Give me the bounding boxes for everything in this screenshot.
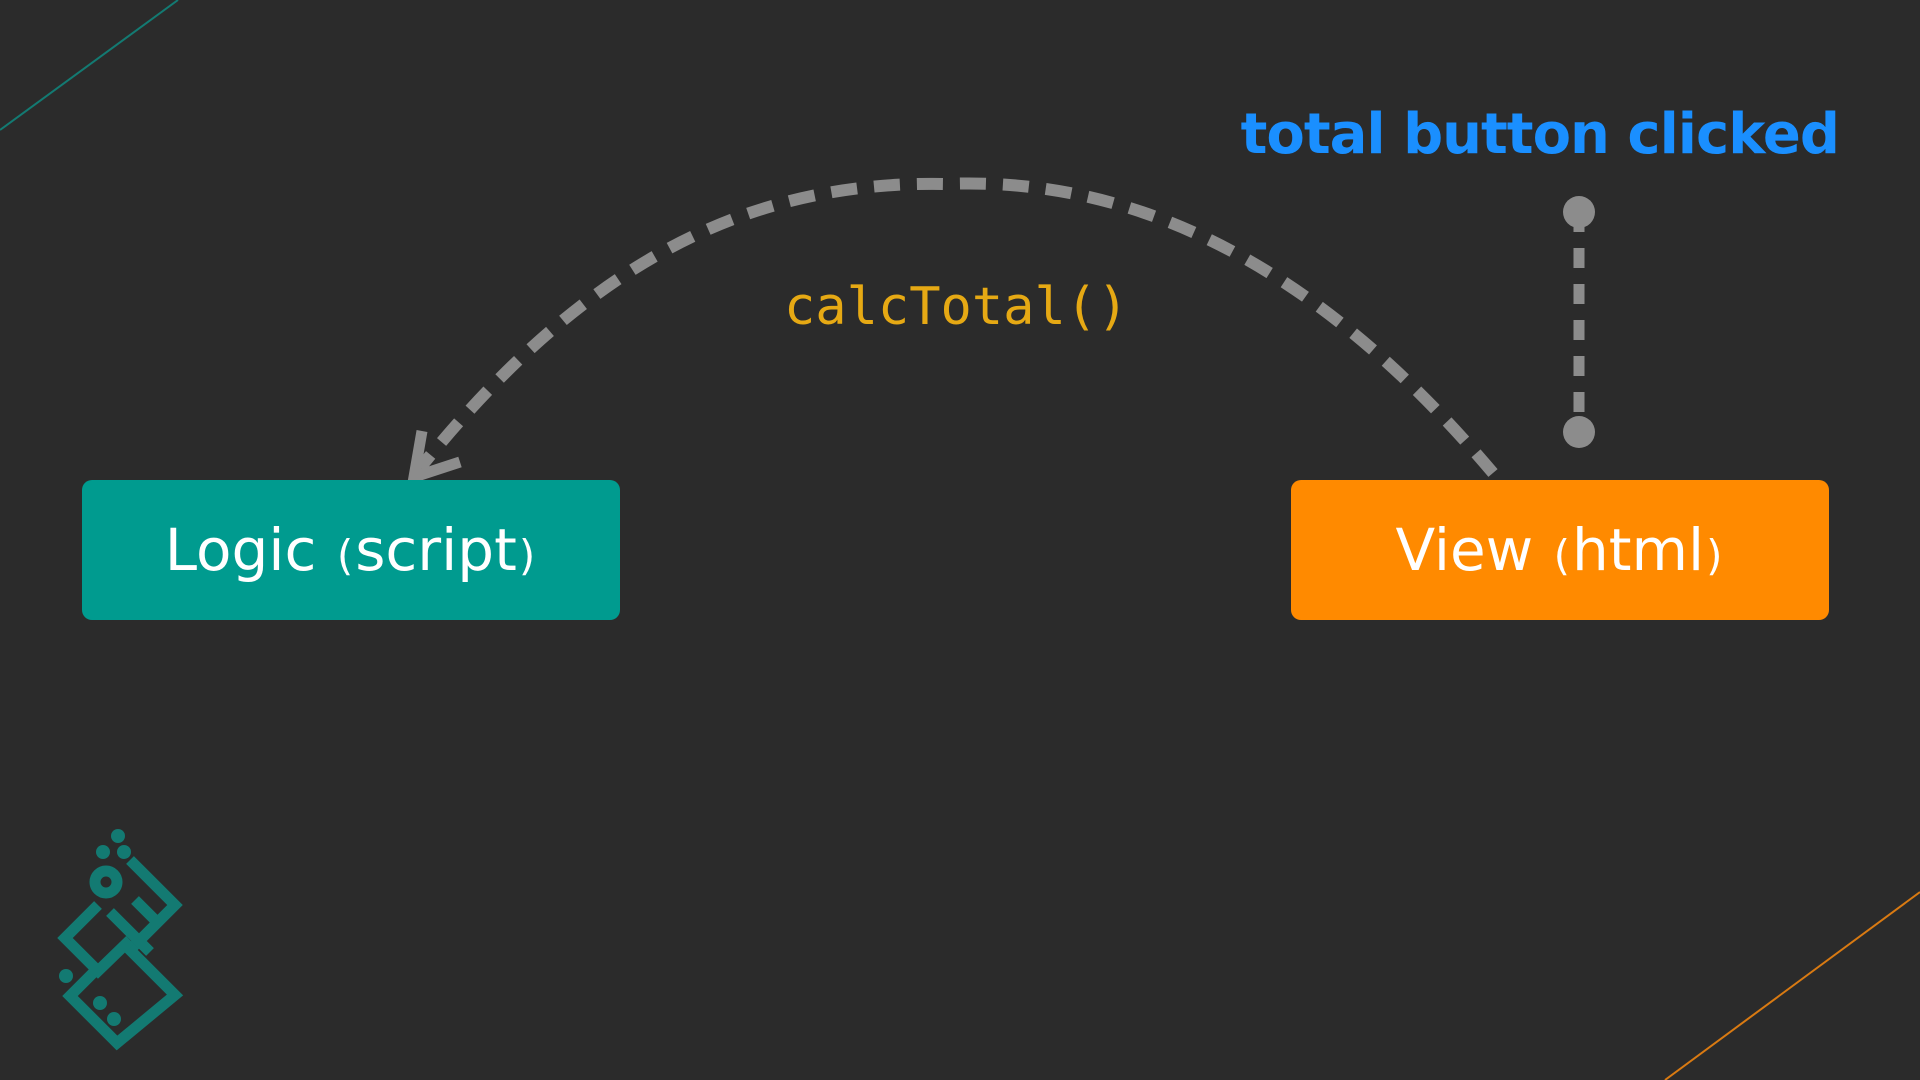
- corner-line-bottom-right: [1664, 891, 1920, 1080]
- event-connector-dot-top: [1563, 196, 1595, 228]
- logic-box-title: Logic: [164, 516, 317, 584]
- call-arrow-path: [415, 177, 1498, 477]
- logic-box-subtitle: script: [355, 516, 517, 584]
- logic-box-paren-close: ): [518, 531, 536, 580]
- view-box-title: View: [1395, 516, 1534, 584]
- logic-box-paren-open: (: [336, 531, 354, 580]
- circuit-logo-icon: [57, 856, 184, 1051]
- function-call-label: calcTotal(): [784, 277, 1129, 337]
- circuit-logo-dots: [59, 829, 131, 1026]
- event-connector-dot-bottom: [1563, 416, 1595, 448]
- view-box-subtitle: html: [1571, 516, 1705, 584]
- view-box: View (html): [1291, 480, 1829, 620]
- event-trigger-label: total button clicked: [1240, 102, 1840, 167]
- view-box-paren-open: (: [1553, 531, 1570, 580]
- view-box-paren-close: ): [1706, 531, 1723, 580]
- call-arrow-head-icon: [407, 430, 462, 486]
- view-box-text: View (html): [1396, 516, 1725, 584]
- logic-box-text: Logic (script): [165, 516, 537, 584]
- corner-line-top-left: [0, 0, 179, 131]
- logic-box: Logic (script): [82, 480, 620, 620]
